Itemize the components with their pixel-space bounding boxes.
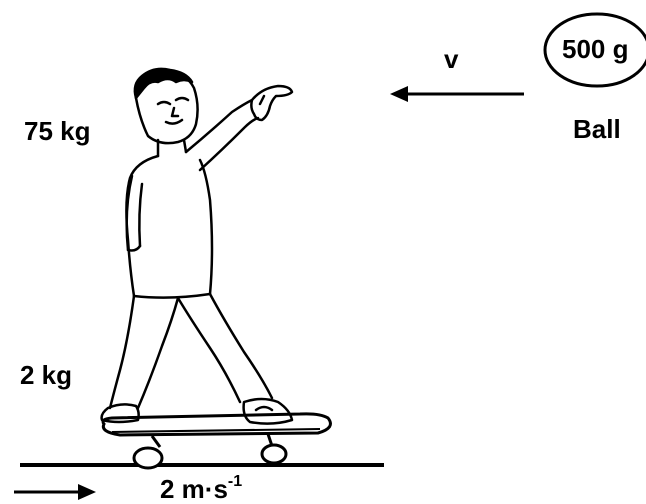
ball-velocity-arrow xyxy=(390,86,524,102)
speed-value: 2 m·s xyxy=(160,474,228,504)
person-pointing-icon xyxy=(100,67,294,425)
ball-label: Ball xyxy=(573,114,621,144)
skateboard-mass-label: 2 kg xyxy=(20,360,73,390)
ball-mass-label: 500 g xyxy=(562,34,629,64)
ball-icon xyxy=(543,12,646,88)
person-mass-label: 75 kg xyxy=(24,116,91,146)
speed-exponent: -1 xyxy=(227,473,243,490)
ball-velocity-label: v xyxy=(444,44,459,74)
skateboard-velocity-arrow xyxy=(14,484,96,500)
skateboard-speed-label: 2 m·s-1 xyxy=(160,473,243,504)
skateboard-icon xyxy=(101,412,332,470)
